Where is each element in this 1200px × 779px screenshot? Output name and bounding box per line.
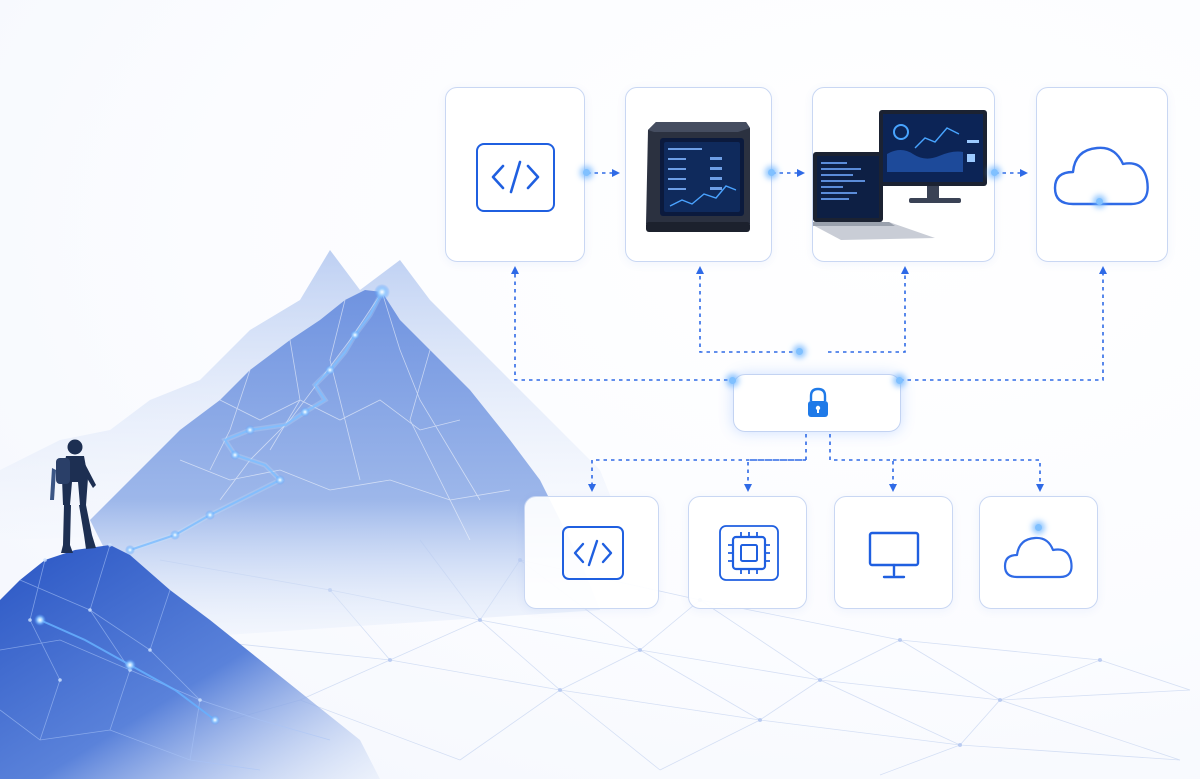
cloud-icon [1053, 146, 1149, 206]
node-top-server [625, 87, 772, 262]
connection-point [796, 348, 803, 355]
code-brackets-icon [476, 143, 555, 212]
node-bottom-monitor [834, 496, 953, 609]
monitor-icon [868, 531, 920, 579]
node-bottom-chip [688, 496, 807, 609]
connector-lines [514, 172, 1104, 486]
connection-point [896, 377, 903, 384]
connection-point [1096, 198, 1103, 205]
connection-point [1035, 524, 1042, 531]
security-hub [733, 374, 901, 432]
connection-point [583, 169, 590, 176]
cloud-icon [1003, 536, 1073, 579]
node-bottom-cloud [979, 496, 1098, 609]
connector-arrowheads [511, 169, 1107, 492]
node-bottom-code [524, 496, 659, 609]
connection-point [991, 169, 998, 176]
cpu-chip-icon [719, 525, 779, 581]
node-top-code [445, 87, 585, 262]
code-brackets-icon [562, 526, 624, 580]
padlock-icon [808, 387, 828, 417]
node-top-cloud [1036, 87, 1168, 262]
compute-server-image [646, 122, 750, 232]
node-top-workstation [812, 87, 995, 262]
laptop-and-monitor-image [813, 110, 987, 240]
hiker-figure [50, 439, 96, 553]
connection-point [768, 169, 775, 176]
glowing-trail [34, 284, 390, 725]
connection-point [729, 377, 736, 384]
